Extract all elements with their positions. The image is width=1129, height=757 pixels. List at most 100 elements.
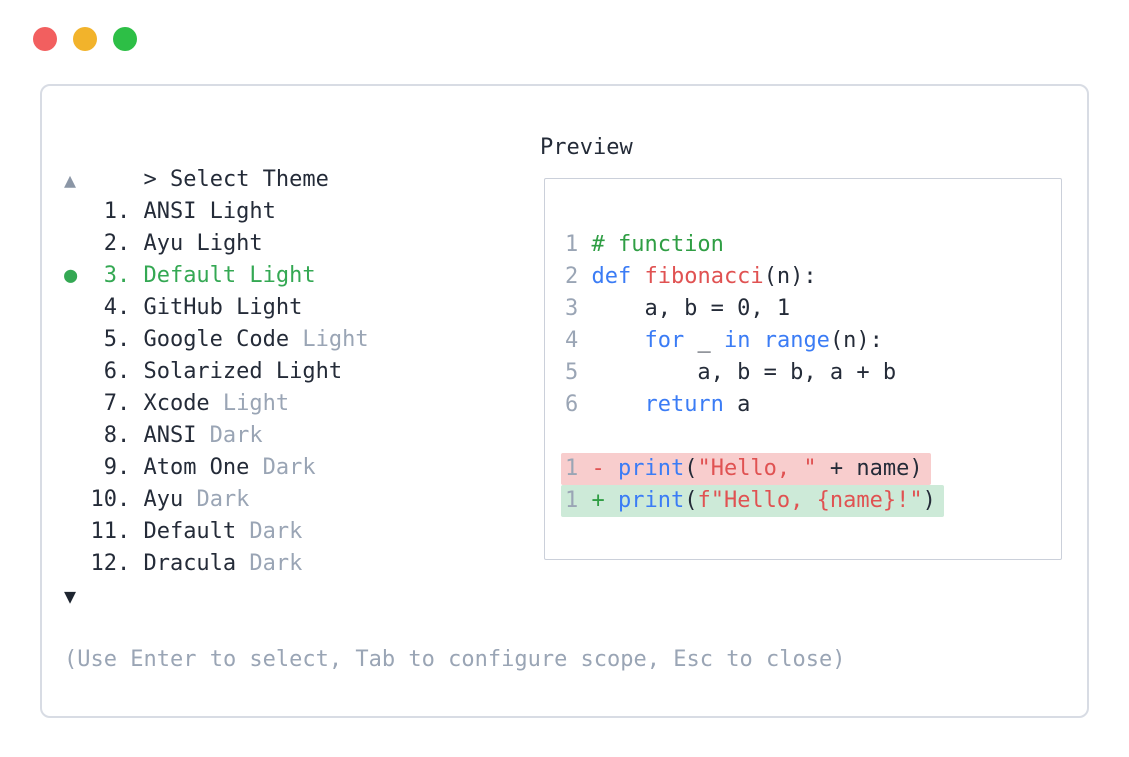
theme-item-number: 5.	[103, 327, 131, 352]
theme-item-variant: Dark	[236, 519, 303, 544]
token-keyword: range	[763, 328, 830, 353]
token-plain: a	[723, 392, 751, 417]
token-added-sign: +	[591, 488, 618, 513]
token-plain: + name)	[816, 456, 923, 481]
line-number: 1	[565, 232, 579, 257]
token-plain: a, b = 0, 1	[591, 296, 791, 321]
maximize-button[interactable]	[113, 27, 137, 51]
theme-item-number: 8.	[103, 423, 131, 448]
theme-item-name: ANSI	[143, 199, 197, 224]
line-number: 1	[565, 456, 579, 481]
theme-item-name: Ayu	[143, 487, 184, 512]
theme-item-name: Default	[143, 519, 237, 544]
diff-line-removed: 1- print("Hello, " + name)	[561, 453, 1041, 485]
theme-item-google-code-light[interactable]: 5. Google Code Light	[64, 324, 540, 356]
token-string: f"Hello, {name}!"	[697, 488, 923, 513]
theme-item-dracula-dark[interactable]: 12.Dracula Dark	[64, 548, 540, 580]
token-plain: (	[684, 488, 698, 513]
preview-title: Preview	[540, 135, 633, 160]
theme-item-variant: Light	[209, 391, 290, 416]
line-content: 1- print("Hello, " + name)	[561, 453, 931, 485]
token-plain	[631, 264, 644, 289]
theme-item-number: 10.	[90, 487, 131, 512]
line-content: 1+ print(f"Hello, {name}!")	[561, 485, 944, 517]
token-function: fibonacci	[644, 264, 764, 289]
theme-item-xcode-light[interactable]: 7.Xcode Light	[64, 388, 540, 420]
line-content: 5 a, b = b, a + b	[561, 357, 904, 389]
theme-item-name: Google Code	[143, 327, 290, 352]
theme-item-github-light[interactable]: 4.GitHub Light	[64, 292, 540, 324]
selected-dot-icon: ●	[64, 263, 78, 288]
theme-item-number: 9.	[103, 455, 131, 480]
theme-item-number: 11.	[90, 519, 131, 544]
theme-item-variant: Light	[222, 295, 303, 320]
theme-item-variant: Dark	[196, 423, 263, 448]
theme-item-variant: Light	[289, 327, 369, 352]
line-number: 2	[565, 264, 579, 289]
token-plain: (n):	[763, 264, 817, 289]
theme-item-variant: Light	[183, 231, 263, 256]
theme-item-number: 1.	[103, 199, 131, 224]
theme-item-ansi-light[interactable]: 1. ANSI Light	[64, 196, 540, 228]
line-number: 5	[565, 360, 579, 385]
theme-item-name: Atom One	[143, 455, 250, 480]
scroll-down-icon[interactable]: ▼	[64, 584, 77, 608]
theme-item-variant: Light	[262, 359, 343, 384]
theme-item-name: ANSI	[143, 423, 197, 448]
theme-item-default-light[interactable]: ●3.Default Light	[64, 260, 540, 292]
window-controls	[0, 0, 1129, 51]
code-line: 3 a, b = 0, 1	[565, 293, 1041, 325]
token-keyword: in	[723, 328, 751, 353]
theme-item-variant: Light	[236, 263, 316, 288]
token-comment: # function	[591, 232, 724, 257]
theme-item-name: Ayu	[143, 231, 184, 256]
theme-item-number: 2.	[103, 231, 131, 256]
theme-item-ayu-dark[interactable]: 10.Ayu Dark	[64, 484, 540, 516]
spacer-row	[64, 612, 540, 644]
token-removed-sign: -	[591, 456, 618, 481]
token-keyword: return	[644, 392, 724, 417]
token-keyword: for	[644, 328, 685, 353]
theme-item-number: 6.	[103, 359, 131, 384]
token-keyword: def	[591, 264, 632, 289]
token-plain: (n):	[829, 328, 883, 353]
line-content: 1 # function	[561, 229, 732, 261]
code-line	[565, 421, 1041, 453]
line-number: 1	[565, 488, 579, 513]
theme-item-variant: Light	[196, 199, 276, 224]
token-plain: _	[684, 328, 724, 353]
prompt-symbol: >	[143, 167, 157, 192]
token-plain	[591, 392, 644, 417]
theme-item-atom-one-dark[interactable]: 9. Atom One Dark	[64, 452, 540, 484]
theme-item-variant: Dark	[236, 551, 303, 576]
token-plain: (	[684, 456, 698, 481]
code-line: 2 def fibonacci(n):	[565, 261, 1041, 293]
line-number: 3	[565, 296, 579, 321]
code-line: 5 a, b = b, a + b	[565, 357, 1041, 389]
theme-item-variant: Dark	[249, 455, 316, 480]
theme-item-name: Default	[143, 263, 237, 288]
minimize-button[interactable]	[73, 27, 97, 51]
token-keyword: print	[617, 456, 685, 481]
token-keyword: print	[617, 488, 685, 513]
line-number: 6	[565, 392, 579, 417]
keyboard-hint: (Use Enter to select, Tab to configure s…	[64, 647, 846, 672]
code-line: 6 return a	[565, 389, 1041, 421]
close-button[interactable]	[33, 27, 57, 51]
scroll-up-icon[interactable]: ▲	[64, 168, 77, 192]
theme-item-solarized-light[interactable]: 6.Solarized Light	[64, 356, 540, 388]
theme-item-default-dark[interactable]: 11. Default Dark	[64, 516, 540, 548]
theme-item-ansi-dark[interactable]: 8. ANSI Dark	[64, 420, 540, 452]
line-content	[561, 421, 599, 453]
line-content: 3 a, b = 0, 1	[561, 293, 798, 325]
theme-item-ayu-light[interactable]: 2. Ayu Light	[64, 228, 540, 260]
theme-item-name: GitHub	[143, 295, 223, 320]
theme-item-name: Xcode	[143, 391, 210, 416]
token-plain	[591, 328, 644, 353]
